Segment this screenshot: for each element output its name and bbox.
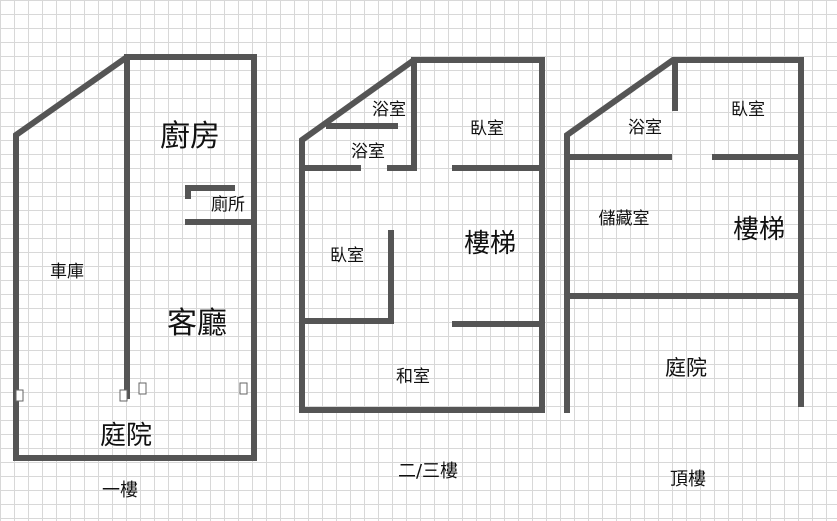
floor-2-3-bedroom-right-label: 臥室 bbox=[470, 119, 504, 139]
floor-1-post bbox=[138, 382, 147, 395]
top-floor-caption: 頂樓 bbox=[670, 469, 706, 490]
floor-1-plan: 廚房 廁所 車庫 客廳 庭院 bbox=[13, 54, 257, 461]
floor-1-post bbox=[239, 382, 248, 395]
top-floor-courtyard-label: 庭院 bbox=[665, 356, 707, 380]
top-floor-bedroom-label: 臥室 bbox=[731, 100, 765, 120]
floor-2-3-bedroom-left-label: 臥室 bbox=[330, 246, 364, 266]
top-floor-storage-label: 儲藏室 bbox=[599, 209, 650, 229]
floor-2-3-bath-upper-label: 浴室 bbox=[372, 100, 406, 120]
floor-1-kitchen-label: 廚房 bbox=[160, 119, 220, 154]
floor-2-3-tatami-room-label: 和室 bbox=[396, 367, 430, 387]
floor-1-post bbox=[15, 389, 24, 402]
floor-1-courtyard-label: 庭院 bbox=[100, 421, 152, 451]
floor-2-3-caption: 二/三樓 bbox=[397, 461, 459, 482]
floor-1-post bbox=[119, 389, 128, 402]
floor-2-3-bath-lower-label: 浴室 bbox=[351, 142, 385, 162]
top-floor-stairs-label: 樓梯 bbox=[733, 215, 785, 245]
floor-1-outer-walls bbox=[13, 54, 257, 461]
floor-1-living-room-label: 客廳 bbox=[167, 306, 227, 341]
top-floor-bath-label: 浴室 bbox=[628, 118, 662, 138]
floor-1-toilet-label: 廁所 bbox=[211, 194, 245, 215]
floor-2-3-stairs-label: 樓梯 bbox=[464, 229, 516, 259]
floor-1-garage-label: 車庫 bbox=[50, 262, 84, 282]
floor-2-3-outer-walls bbox=[299, 57, 545, 413]
top-floor-plan: 浴室 臥室 儲藏室 樓梯 庭院 bbox=[564, 57, 804, 413]
floor-1-caption: 一樓 bbox=[102, 480, 138, 501]
floor-2-3-plan: 浴室 浴室 臥室 臥室 樓梯 和室 bbox=[299, 57, 545, 413]
